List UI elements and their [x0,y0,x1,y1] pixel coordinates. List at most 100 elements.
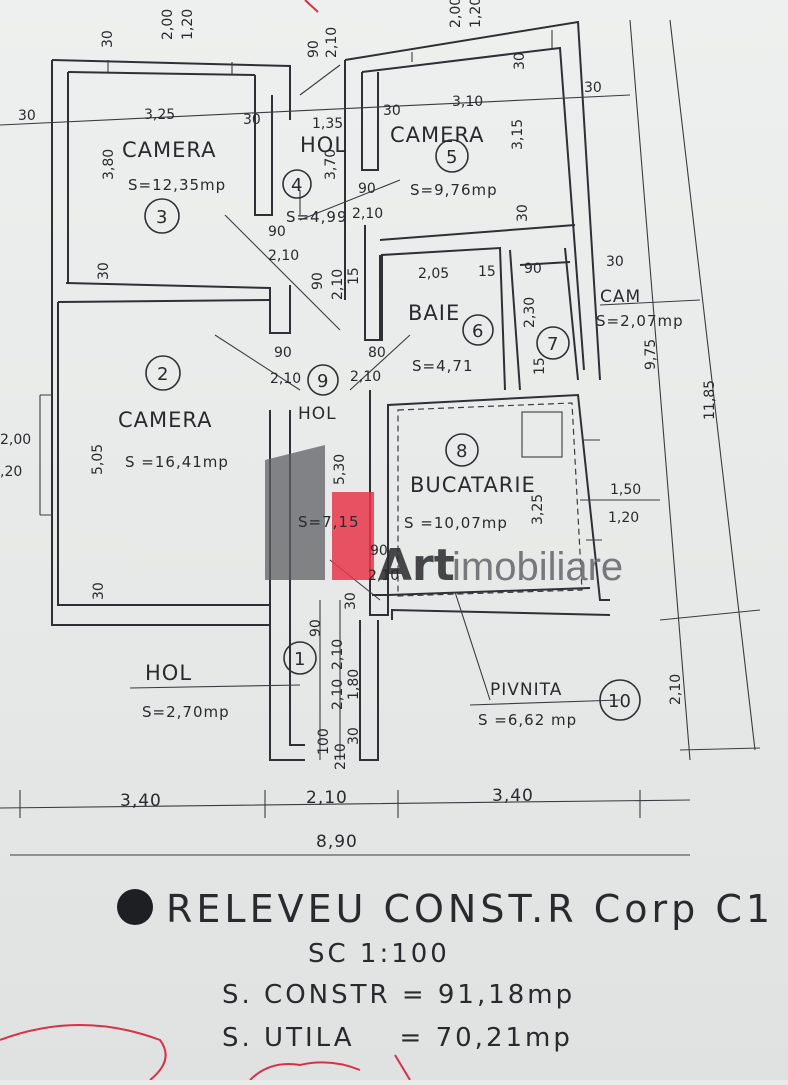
room-number-5: 5 [446,147,457,168]
red-pen-mark-top [304,0,319,13]
walls [39,20,611,761]
circle-room-4 [282,169,312,199]
room-number-9: 9 [317,371,328,392]
dim-30-o: 30 [343,592,359,610]
dim-1-80: 1,80 [346,669,362,700]
watermark-grey-block [265,445,325,580]
room-area-cam-7: S=2,07mp [596,312,684,330]
room-name-camera-2: CAMERA [118,408,213,432]
dim-door-210-e: 2,10 [270,371,301,387]
dim-2-05: 2,05 [418,266,449,282]
dim-1-50: 1,50 [610,482,641,498]
dim-top-1-20: 1,20 [180,9,196,40]
dim-door-210-c: 2,10 [352,206,383,222]
dim-door-90-a: 90 [306,40,322,58]
room-number-2: 2 [157,364,168,385]
dim-3-25: 3,25 [144,107,175,123]
room-area-hol-4: S=4,99 [286,208,348,226]
dim-door-210-a: 2,10 [324,27,340,58]
room-name-camera-5: CAMERA [390,123,485,147]
room-number-6: 6 [472,321,483,342]
circle-room-6 [462,314,494,346]
dim-2-10-i: 2,10 [330,679,346,710]
circle-room-2 [145,355,181,391]
room-name-pivnita-10: PIVNITA [490,680,562,700]
room-name-hol-9: HOL [298,404,337,424]
dim-30-n: 30 [346,727,362,745]
dim-30-d: 30 [383,103,401,119]
dim-bottom-3-40-b: 3,40 [492,786,534,806]
dimension-labels: 2,00 1,20 2,00 1,20 30 30 30 30 30 30 30… [0,0,718,852]
dim-door-90-e: 90 [274,345,292,361]
room-name-hol-1: HOL [145,661,192,685]
dim-door-90-b: 90 [268,224,286,240]
dim-top-1-20-b: 1,20 [468,0,484,28]
dim-3-25-kitchen: 3,25 [530,494,546,525]
circle-room-10 [599,679,641,721]
dimension-lines [0,19,761,856]
dim-30-m: 30 [606,254,624,270]
room-area-camera-3: S=12,35mp [128,176,226,194]
drawing-scale: SC 1:100 [308,939,450,969]
dim-3-80: 3,80 [101,149,117,180]
room-area-camera-2: S =16,41mp [125,453,229,471]
room-area-bucatarie-8: S =10,07mp [404,514,508,532]
built-area: S. CONSTR = 91,18mp [222,980,575,1010]
room-number-4: 4 [291,175,302,196]
circle-room-9 [307,364,339,396]
dim-bottom-2-10: 2,10 [306,788,348,808]
dim-9-75: 9,75 [643,339,659,370]
red-pen-scribble [249,1054,411,1081]
dim-door-210-f: 2,10 [350,369,381,385]
circle-room-8 [445,433,479,467]
room-number-3: 3 [156,207,167,228]
dim-30-f: 30 [512,52,528,70]
dim-15-a: 15 [478,264,496,280]
dim-top-2-00: 2,00 [160,9,176,40]
dim-1-20: 1,20 [608,510,639,526]
room-labels: CAMERA S=12,35mp 3 HOL S=4,99 4 CAMERA S… [118,123,684,729]
dim-door-210-d: 2,10 [330,269,346,300]
room-name-cam-7: CAM [600,287,641,307]
dim-left-2-00: 2,00 [0,432,31,448]
dim-30-i: 30 [91,582,107,600]
room-name-camera-3: CAMERA [122,138,217,162]
dim-bottom-8-90: 8,90 [316,832,358,852]
dim-3-15: 3,15 [510,119,526,150]
dim-door-90-c: 90 [358,181,376,197]
room-name-baie-6: BAIE [408,301,460,325]
dim-door-210-g: 2,10 [368,568,399,584]
circle-room-5 [435,139,469,173]
dim-11-85: 11,85 [702,380,718,420]
red-pen-circle [0,1024,167,1081]
room-name-bucatarie-8: BUCATARIE [410,473,536,497]
dim-3-70: 3,70 [323,149,339,180]
dim-15-c: 15 [532,357,548,375]
usable-area: S. UTILA = 70,21mp [222,1023,573,1053]
watermark: Art imobiliare [265,445,623,591]
dim-door-210-h: 2,10 [330,639,346,670]
room-name-hol-4: HOL [300,133,347,157]
dim-90-h: 90 [524,261,542,277]
dim-door-90-d: 90 [310,272,326,290]
dim-top-2-00-b: 2,00 [448,0,464,28]
dim-3-10: 3,10 [452,94,483,110]
dim-door-80: 80 [368,345,386,361]
dim-2-10-right: 2,10 [668,674,684,705]
drawing-title: RELEVEU CONST.R Corp C1 [166,887,774,931]
dim-door-90-g: 90 [308,619,324,637]
dim-1-35: 1,35 [312,116,343,132]
kitchen-sink [521,411,563,458]
room-number-8: 8 [456,441,467,462]
dim-door-90-f: 90 [370,543,388,559]
circle-room-3 [144,198,180,234]
dim-5-30: 5,30 [332,454,348,485]
room-number-circles [144,139,641,721]
room-area-baie-6: S=4,71 [412,357,474,375]
room-area-hol-1: S=2,70mp [142,703,230,721]
watermark-brand: Art [378,540,455,591]
dim-2-30: 2,30 [522,297,538,328]
dim-left-1-20: ,20 [0,464,22,480]
